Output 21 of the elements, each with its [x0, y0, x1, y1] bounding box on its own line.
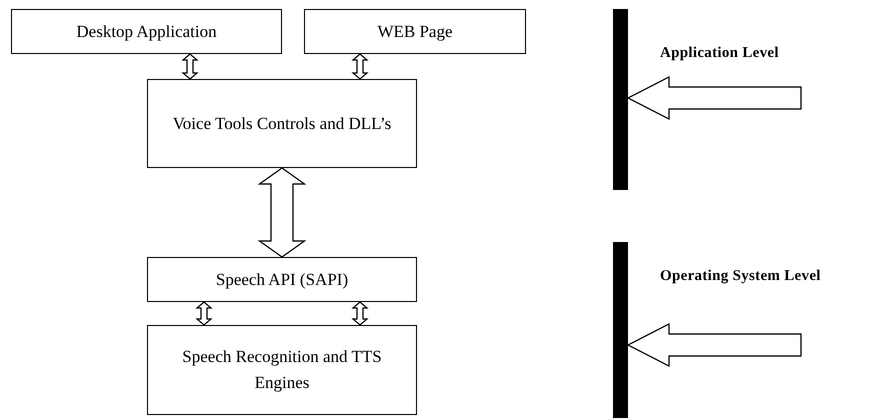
double-arrow: [351, 301, 369, 326]
component-box: [11, 9, 282, 54]
box-label: Speech Recognition and TTS Engines: [181, 346, 383, 394]
double-arrow: [351, 53, 369, 80]
component-box: [147, 79, 417, 168]
box-label: Voice Tools Controls and DLL’s: [172, 112, 392, 134]
double-arrow: [626, 76, 802, 120]
component-box: [147, 325, 417, 415]
box-label: WEB Page: [377, 20, 453, 43]
level-bar: [613, 242, 628, 418]
level-bar: [613, 9, 628, 190]
level-label: Operating System Level: [660, 267, 822, 286]
level-label: Application Level: [660, 44, 780, 63]
component-box: [147, 257, 417, 302]
double-arrow: [258, 167, 306, 258]
box-label: Speech API (SAPI): [216, 268, 348, 291]
box-label: Desktop Application: [76, 20, 217, 43]
double-arrow: [195, 301, 213, 326]
double-arrow: [626, 323, 802, 367]
double-arrow: [181, 53, 199, 80]
component-box: [304, 9, 526, 54]
